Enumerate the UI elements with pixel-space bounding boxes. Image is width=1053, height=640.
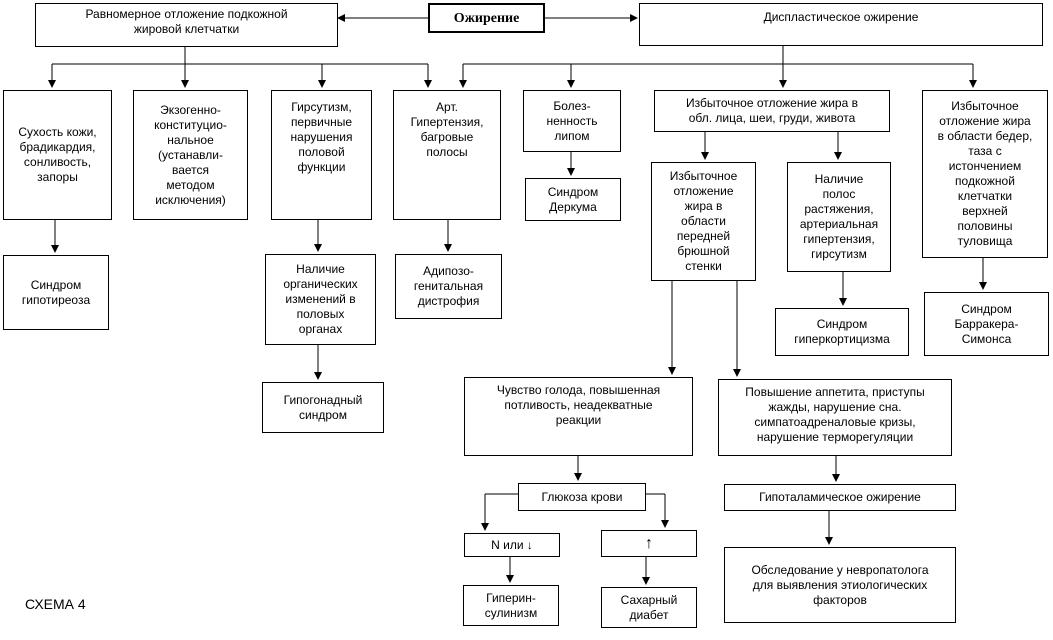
abdominal-fat-node: Избыточное отложение жира в области пере… [651, 162, 756, 281]
hypercorticism-node: Синдром гиперкортицизма [775, 308, 909, 356]
excess-fat-hips-node: Избыточное отложение жира в области беде… [922, 90, 1048, 258]
root-node: Ожирение [428, 3, 545, 33]
hunger-node: Чувство голода, повышенная потливость, н… [464, 377, 693, 456]
hypogonadal-node: Гипогонадный синдром [262, 382, 384, 433]
scheme-caption: СХЕМА 4 [25, 596, 86, 612]
exogenous-node: Экзогенно- конституцио- нальное (устанав… [133, 90, 248, 220]
dercum-syndrome-node: Синдром Деркума [525, 178, 621, 221]
elevated-node: ↑ [601, 530, 697, 557]
dysplastic-obesity-node: Диспластическое ожирение [639, 3, 1043, 46]
hypothyroidism-node: Синдром гипотиреоза [3, 255, 109, 330]
normal-or-low-node: N или ↓ [464, 533, 560, 557]
diabetes-node: Сахарный диабет [601, 587, 697, 628]
hyperinsulinism-node: Гиперин- сулинизм [463, 585, 559, 626]
appetite-node: Повышение аппетита, приступы жажды, нару… [718, 379, 952, 456]
lipoma-pain-node: Болез- ненность липом [523, 90, 621, 152]
adiposogenital-node: Адипозо- генитальная дистрофия [395, 254, 502, 319]
barraquer-simons-node: Синдром Барракера- Симонса [924, 292, 1049, 356]
neurologist-exam-node: Обследование у невропатолога для выявлен… [724, 547, 956, 623]
hypothalamic-obesity-node: Гипоталамическое ожирение [724, 484, 956, 511]
striae-node: Наличие полос растяжения, артериальная г… [787, 162, 891, 272]
blood-glucose-node: Глюкоза крови [518, 483, 646, 511]
uniform-obesity-node: Равномерное отложение подкожной жировой … [35, 3, 338, 47]
dry-skin-node: Сухость кожи, брадикардия, сонливость, з… [3, 90, 112, 220]
hirsutism-node: Гирсутизм, первичные нарушения половой ф… [271, 90, 372, 220]
organic-changes-node: Наличие органических изменений в половых… [265, 254, 376, 345]
excess-fat-face-node: Избыточное отложение жира в обл. лица, ш… [654, 90, 890, 132]
arterial-hypertension-node: Арт. Гипертензия, багровые полосы [393, 90, 501, 220]
